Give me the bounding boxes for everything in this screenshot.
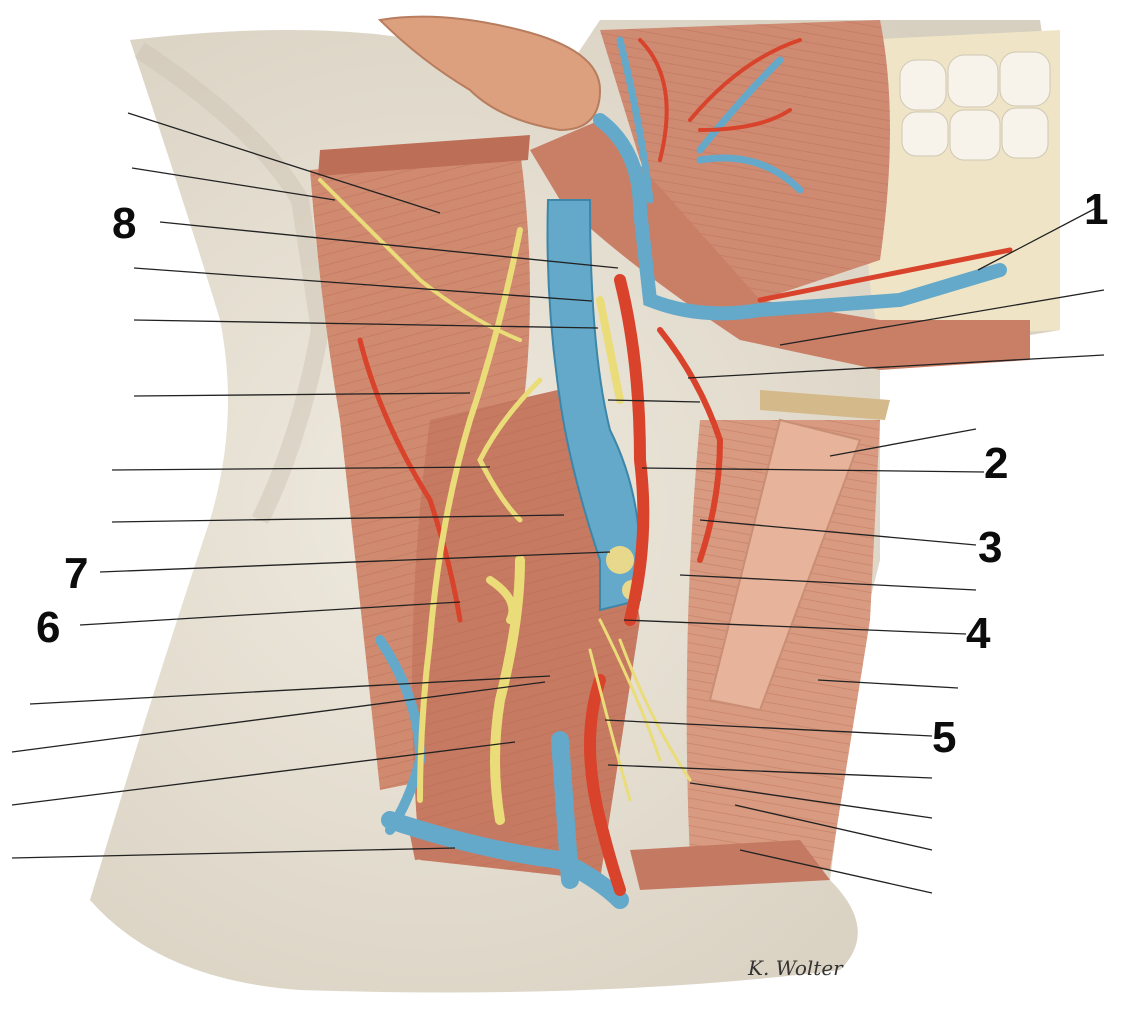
nerves <box>318 178 692 825</box>
label-1: 1 <box>1084 185 1109 234</box>
leader-lines <box>11 112 1105 894</box>
facial-vein <box>616 36 804 204</box>
label-5: 5 <box>932 713 957 762</box>
mandible-and-teeth <box>860 30 1060 340</box>
hyoid-bone <box>760 390 890 420</box>
label-2: 2 <box>984 439 1009 488</box>
label-4: 4 <box>966 609 991 658</box>
arteries <box>357 38 1013 896</box>
clavicle-cut <box>630 840 830 890</box>
label-6: 6 <box>36 603 61 652</box>
artist-signature: K. Wolter <box>748 956 843 980</box>
label-8: 8 <box>112 199 137 248</box>
ear-lobe <box>377 15 602 132</box>
sternocleidomastoid-muscle <box>310 135 530 790</box>
label-3: 3 <box>978 523 1003 572</box>
label-7: 7 <box>64 549 89 598</box>
digastric-muscle <box>530 120 1030 370</box>
subclavian-vein <box>381 731 629 909</box>
external-jugular-vein <box>593 113 1007 321</box>
